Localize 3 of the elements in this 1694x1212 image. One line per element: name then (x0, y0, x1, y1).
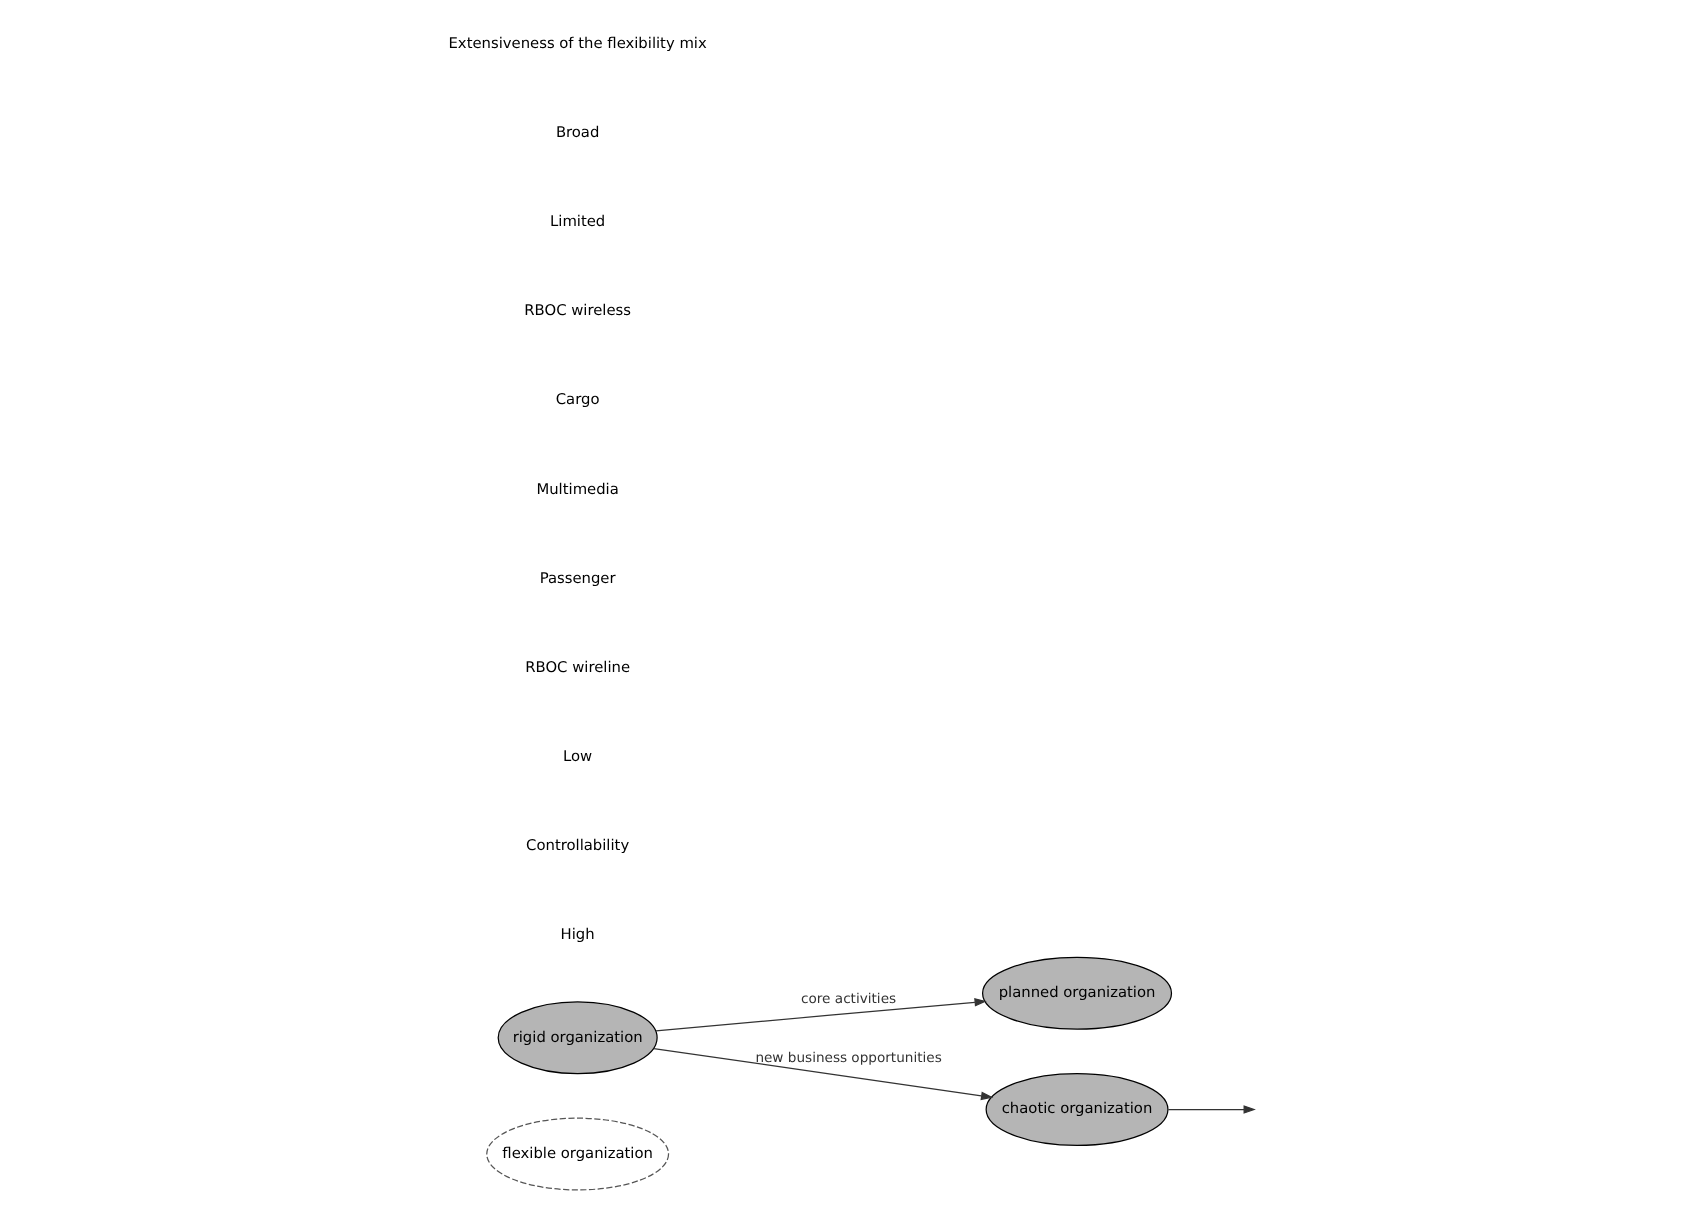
arrow (1166, 1105, 1255, 1114)
arrow (654, 997, 986, 1032)
arrow (652, 1047, 993, 1101)
